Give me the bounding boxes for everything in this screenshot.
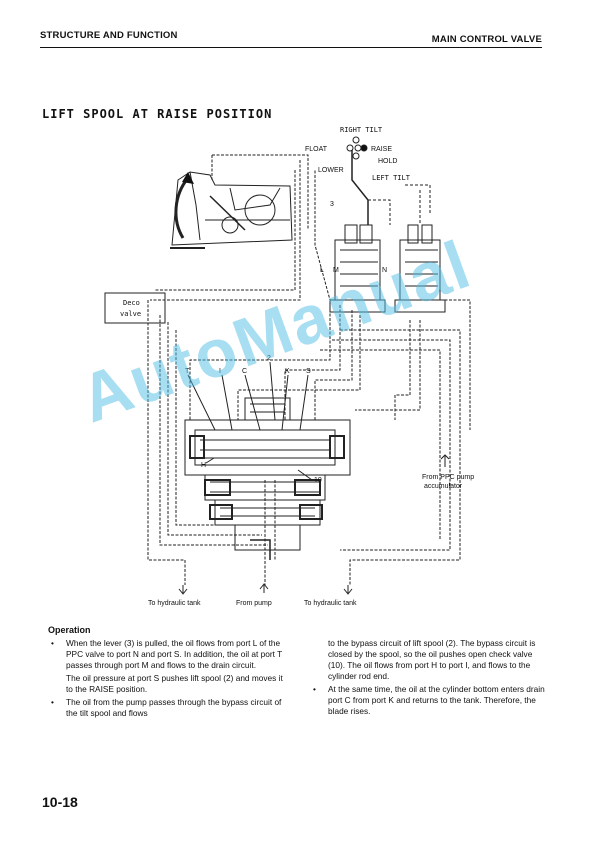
port-label-t: T — [185, 368, 190, 375]
paragraph-text: At the same time, the oil at the cylinde… — [328, 684, 545, 716]
label-lever-number: 3 — [330, 201, 334, 208]
operation-paragraph: • The oil from the pump passes through t… — [48, 697, 288, 719]
ppc-valve-left — [329, 224, 386, 313]
port-label-l: L — [320, 267, 324, 274]
operation-paragraph: to the bypass circuit of lift spool (2).… — [310, 638, 550, 682]
flow-arrows — [178, 454, 450, 595]
raise-direction-arrow — [174, 177, 190, 239]
main-control-valve-body — [184, 397, 351, 560]
page-number: 10-18 — [42, 794, 78, 810]
label-raise: RAISE — [371, 146, 392, 153]
label-float: FLOAT — [305, 146, 328, 153]
port-label-m: M — [333, 267, 339, 274]
port-label-k: K — [285, 368, 290, 375]
label-left-tilt: LEFT TILT — [372, 174, 411, 182]
bulldozer-blade-illustration — [170, 171, 293, 249]
header-rule — [40, 47, 542, 48]
header-section-title: STRUCTURE AND FUNCTION — [40, 30, 178, 41]
operation-paragraph: • When the lever (3) is pulled, the oil … — [48, 638, 288, 671]
bullet-marker: • — [51, 697, 54, 707]
operation-column-left: • When the lever (3) is pulled, the oil … — [48, 638, 288, 721]
port-label-c: C — [242, 368, 247, 375]
paragraph-text: The oil from the pump passes through the… — [66, 697, 282, 718]
bullet-marker: • — [51, 638, 54, 648]
paragraph-text: The oil pressure at port S pushes lift s… — [66, 673, 283, 694]
paragraph-text: to the bypass circuit of lift spool (2).… — [328, 638, 536, 681]
to-hydraulic-tank-right-label: To hydraulic tank — [304, 600, 357, 607]
operation-column-right: to the bypass circuit of lift spool (2).… — [310, 638, 550, 719]
operation-paragraph: • At the same time, the oil at the cylin… — [310, 684, 550, 717]
check-valve-label-10: 10 — [314, 477, 322, 484]
deco-valve-box — [104, 292, 166, 324]
label-lower: LOWER — [318, 167, 344, 174]
operation-paragraph: The oil pressure at port S pushes lift s… — [48, 673, 288, 695]
label-right-tilt: RIGHT TILT — [340, 126, 383, 134]
from-ppc-pump-label-line1: From PPC pump — [422, 474, 474, 481]
spool-label-2: 2 — [267, 355, 271, 362]
from-ppc-pump-label-line2: accumulator — [424, 483, 463, 490]
label-hold: HOLD — [378, 158, 397, 165]
ppc-valve-right — [394, 224, 446, 313]
page-title: LIFT SPOOL AT RAISE POSITION — [42, 107, 273, 121]
header-chapter-title: MAIN CONTROL VALVE — [431, 34, 542, 45]
deco-valve-label-line2: valve — [120, 310, 141, 318]
port-label-h: H — [201, 462, 206, 469]
paragraph-text: When the lever (3) is pulled, the oil fl… — [66, 638, 282, 670]
operation-heading: Operation — [48, 625, 91, 635]
to-hydraulic-tank-left-label: To hydraulic tank — [148, 600, 201, 607]
port-label-n: N — [382, 267, 387, 274]
from-pump-label: From pump — [236, 600, 272, 607]
port-label-i: I — [219, 368, 221, 375]
port-label-s: S — [306, 368, 311, 375]
bullet-marker: • — [313, 684, 316, 694]
deco-valve-label-line1: Deco — [123, 299, 140, 307]
